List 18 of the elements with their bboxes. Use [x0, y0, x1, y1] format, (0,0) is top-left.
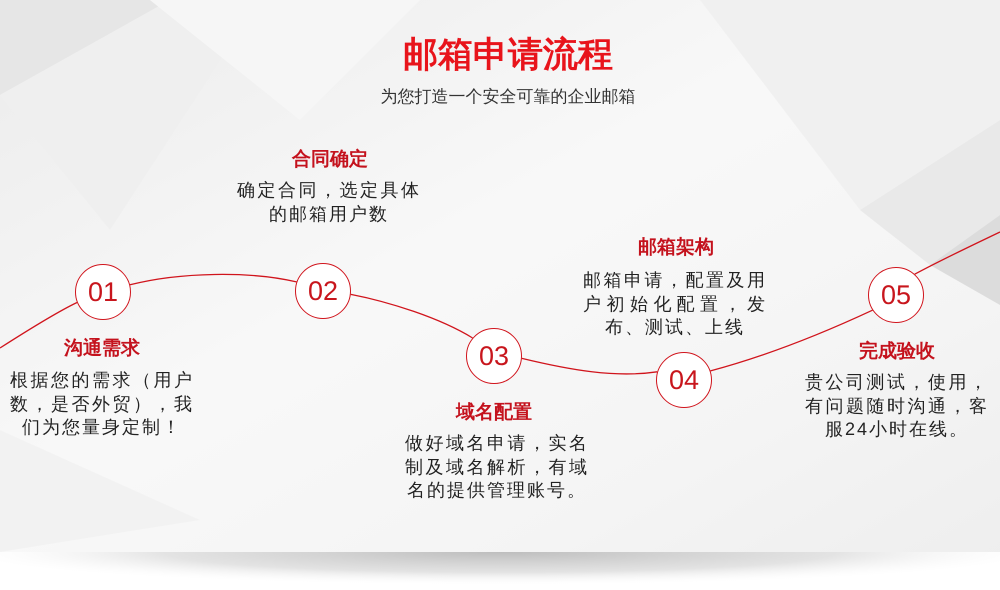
step-description: 贵公司测试，使用，有问题随时沟通，客服24小时在线。 — [805, 371, 989, 441]
step-title: 域名配置 — [454, 401, 533, 425]
connector-line — [710, 310, 873, 372]
title: 邮箱申请流程 — [402, 34, 614, 76]
step-description: 邮箱申请，配置及用户初始化配置，发布、测试、上线 — [583, 269, 767, 339]
step-description: 做好域名申请，实名制及域名解析，有域名的提供管理账号。 — [405, 432, 589, 502]
subtitle: 为您打造一个安全可靠的企业邮箱 — [380, 86, 636, 108]
step-description: 根据您的需求（用户数，是否外贸），我们为您量身定制！ — [10, 369, 194, 439]
connector-line — [522, 358, 658, 375]
step-title: 完成验收 — [858, 340, 936, 364]
connector-line — [914, 231, 1000, 275]
step-description: 确定合同，选定具体的邮箱用户数 — [237, 179, 421, 226]
step-title: 邮箱架构 — [637, 236, 715, 260]
step-title: 合同确定 — [290, 148, 369, 172]
connector-line — [0, 302, 78, 349]
step-title: 沟通需求 — [62, 337, 141, 361]
connector-line — [350, 294, 473, 339]
connector-line — [130, 274, 297, 286]
